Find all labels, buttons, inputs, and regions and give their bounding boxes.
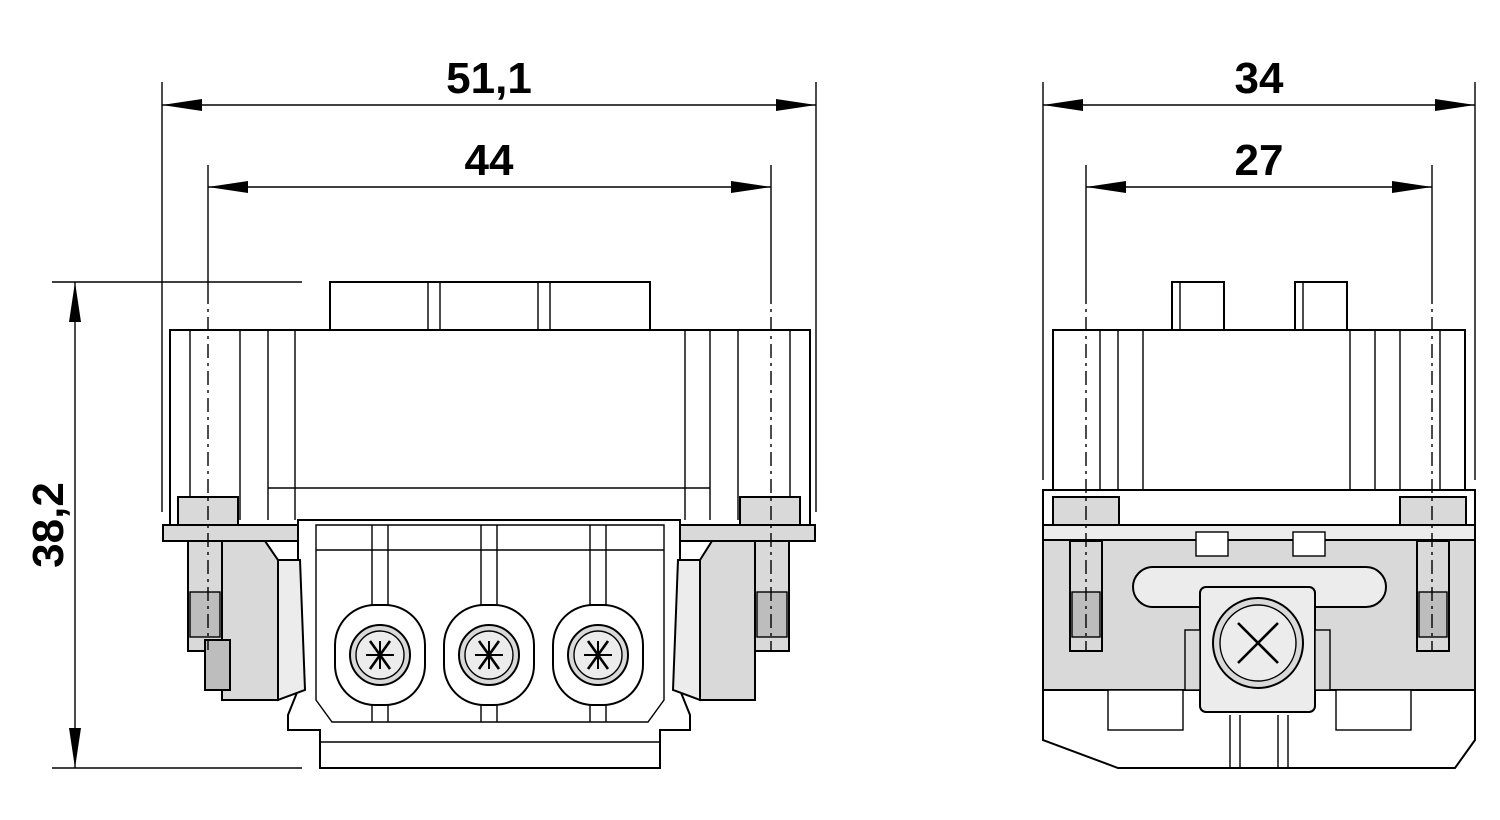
dim-label-34: 34 — [1235, 54, 1284, 103]
side-housing — [1052, 281, 1466, 520]
dim-front-inner-width: 44 — [208, 136, 771, 193]
dim-front-height: 38,2 — [24, 282, 81, 768]
front-screw-3 — [552, 604, 644, 706]
dim-side-overall-width: 34 — [1043, 54, 1475, 111]
dim-label-44: 44 — [465, 136, 514, 185]
front-housing — [169, 281, 811, 526]
dim-label-27: 27 — [1235, 136, 1284, 185]
front-left-bracket — [162, 496, 307, 702]
side-right-pin — [1416, 540, 1450, 652]
side-center-screw — [1184, 586, 1331, 713]
dim-label-38-2: 38,2 — [24, 482, 73, 568]
dim-label-51-1: 51,1 — [446, 54, 532, 103]
front-view: 51,1 44 38,2 — [24, 54, 817, 769]
dim-front-overall-width: 51,1 — [162, 54, 816, 111]
front-screw-1 — [334, 604, 426, 706]
side-view: 34 27 — [1042, 54, 1476, 769]
front-right-bracket — [671, 496, 816, 702]
dim-side-inner-width: 27 — [1086, 136, 1432, 193]
front-screw-2 — [443, 604, 535, 706]
